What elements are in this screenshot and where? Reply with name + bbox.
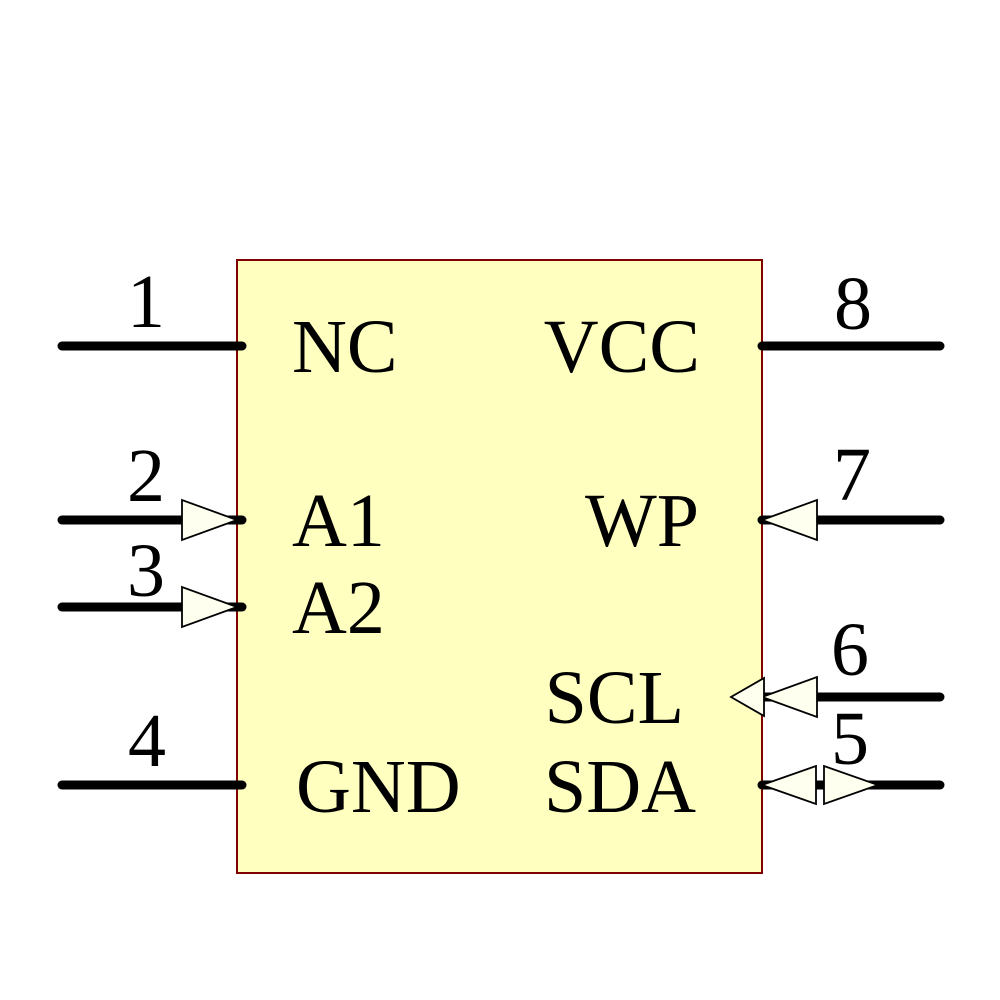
- pin-label-sda: SDA: [544, 745, 696, 829]
- pin-8-number: 8: [834, 262, 872, 346]
- pin-1-number: 1: [127, 260, 165, 344]
- pin-8: 8: [757, 262, 945, 351]
- pin-3: 3: [57, 529, 247, 629]
- pin-2-input-arrow-icon: [181, 498, 240, 542]
- pin-7-number: 7: [833, 433, 871, 517]
- pin-5-bidirectional-arrow-right-icon: [823, 764, 881, 806]
- pin-label-vcc: VCC: [544, 305, 700, 389]
- pin-label-wp: WP: [585, 479, 699, 563]
- pin-label-nc: NC: [292, 305, 398, 389]
- pin-1: 1: [57, 260, 247, 351]
- pin-6-clock-arrow-inner-icon: [729, 676, 765, 718]
- pin-3-number: 3: [127, 529, 165, 613]
- pin-7: 7: [757, 433, 945, 542]
- pin-label-a2: A2: [292, 566, 385, 650]
- pin-6-number: 6: [831, 608, 869, 692]
- pin-2-number: 2: [127, 434, 165, 518]
- pin-3-input-arrow-icon: [181, 585, 240, 629]
- pin-label-scl: SCL: [545, 656, 684, 740]
- pin-2: 2: [57, 434, 247, 542]
- pin-4-number: 4: [128, 699, 166, 783]
- ic-body: [236, 259, 763, 874]
- pin-5: 5: [757, 697, 945, 806]
- pin-label-gnd: GND: [296, 745, 461, 829]
- pin-4: 4: [57, 699, 247, 790]
- pin-6: 6: [729, 608, 945, 719]
- pin-5-number: 5: [831, 697, 869, 781]
- pin-5-bidirectional-arrow-left-icon: [759, 764, 817, 806]
- pin-6-clock-arrow-outer-icon: [759, 675, 818, 719]
- pin-label-a1: A1: [292, 479, 385, 563]
- pin-7-input-arrow-icon: [759, 498, 818, 542]
